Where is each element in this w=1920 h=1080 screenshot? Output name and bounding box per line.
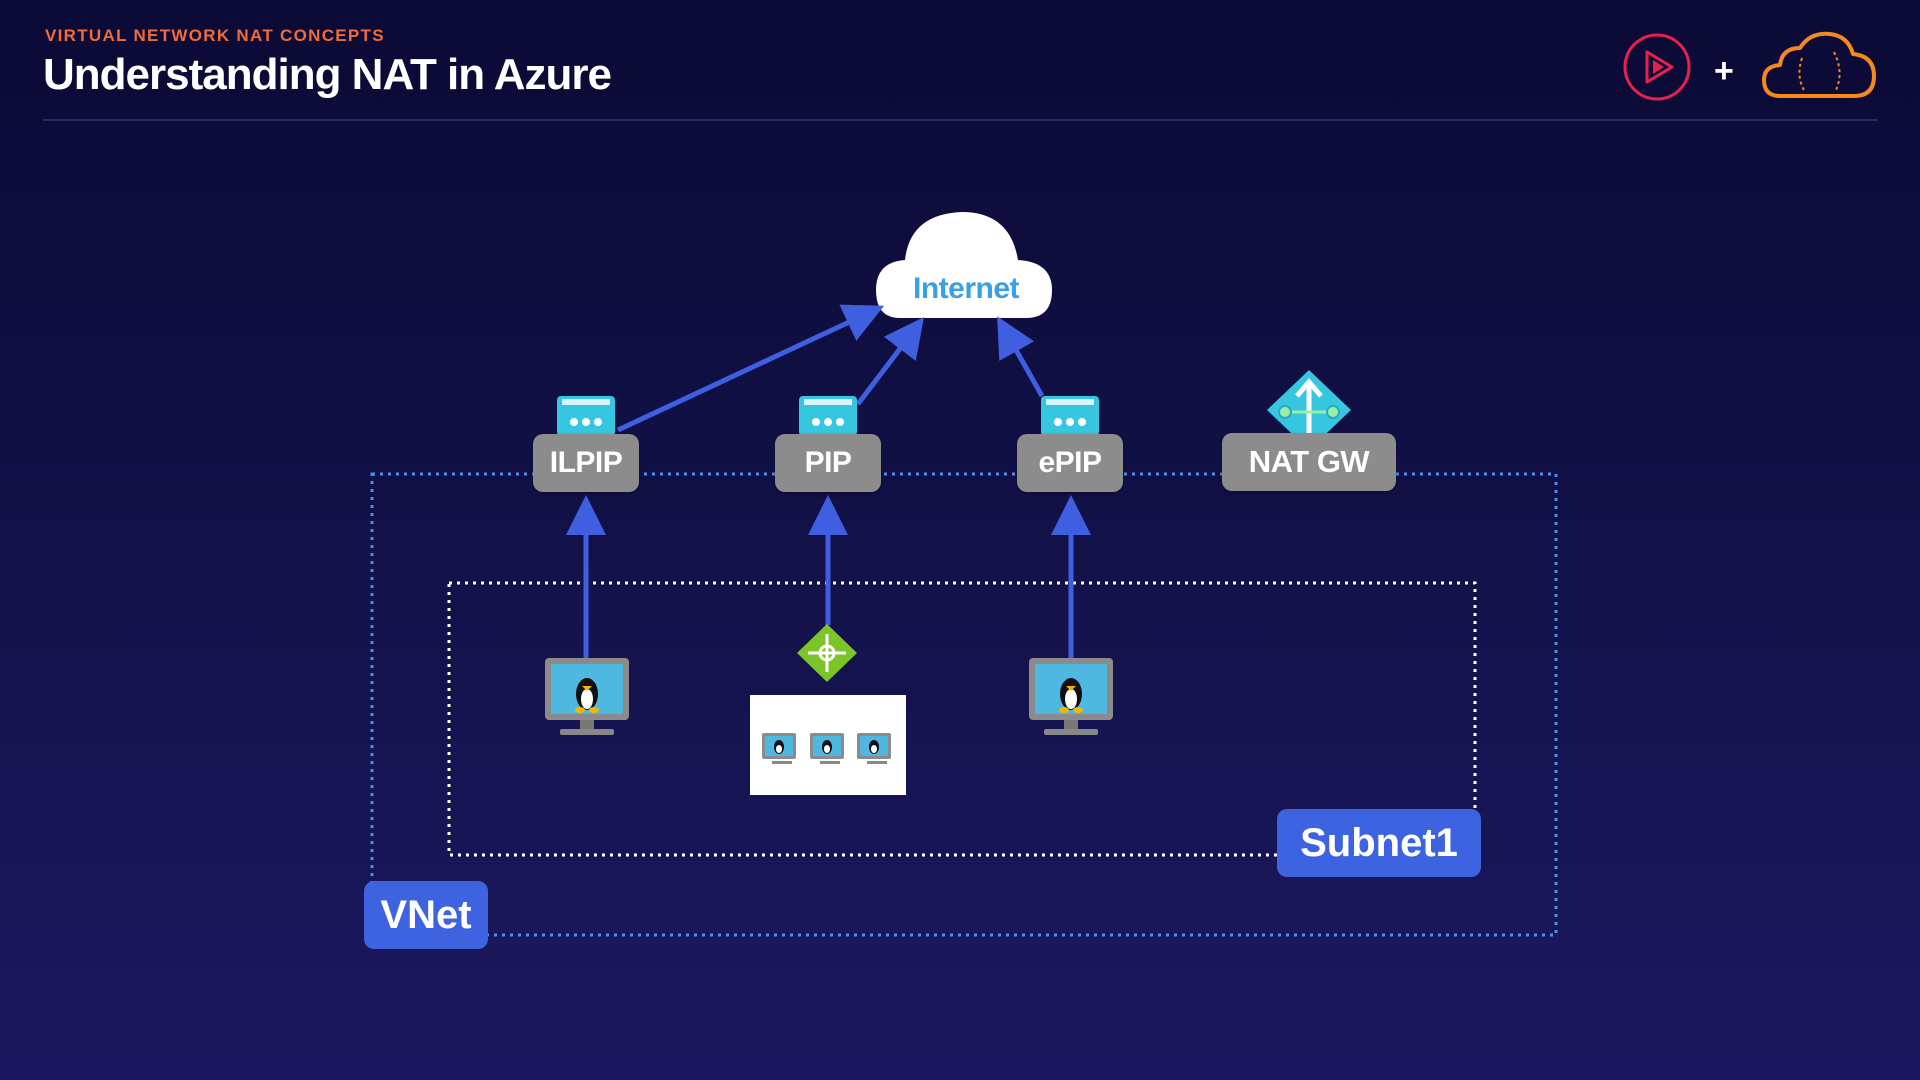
arrow-epip-internet [997, 316, 1045, 398]
public-ip-icon [1041, 396, 1099, 436]
vnet-boundary [370, 472, 1558, 937]
plus-sign: + [1714, 52, 1734, 90]
public-ip-icon [557, 396, 615, 436]
slide-title: Understanding NAT in Azure [43, 50, 612, 99]
nat-gateway-node: NAT GW [1222, 433, 1396, 491]
pip-node: PIP [775, 434, 881, 492]
public-ip-icon [799, 396, 857, 436]
epip-node: ePIP [1017, 434, 1123, 492]
subnet-label: Subnet1 [1277, 809, 1481, 877]
arrow-pip-internet [856, 317, 925, 406]
vm-scale-set-icon [762, 733, 891, 764]
arrow-ilpip-internet [616, 304, 885, 433]
ilpip-node: ILPIP [533, 434, 639, 492]
internet-label: Internet [912, 272, 1020, 305]
header-divider [43, 119, 1878, 121]
vm-scale-set [750, 695, 906, 795]
pluralsight-logo-icon [1623, 33, 1691, 101]
section-kicker: VIRTUAL NETWORK NAT CONCEPTS [45, 26, 385, 45]
linux-vm-icon [1029, 658, 1113, 735]
cloud-logo-icon [1762, 31, 1876, 98]
subnet-boundary [447, 581, 1477, 857]
vnet-label: VNet [364, 881, 488, 949]
linux-vm-icon [545, 658, 629, 735]
load-balancer-icon [797, 624, 857, 682]
internet-cloud-icon [876, 212, 1052, 318]
